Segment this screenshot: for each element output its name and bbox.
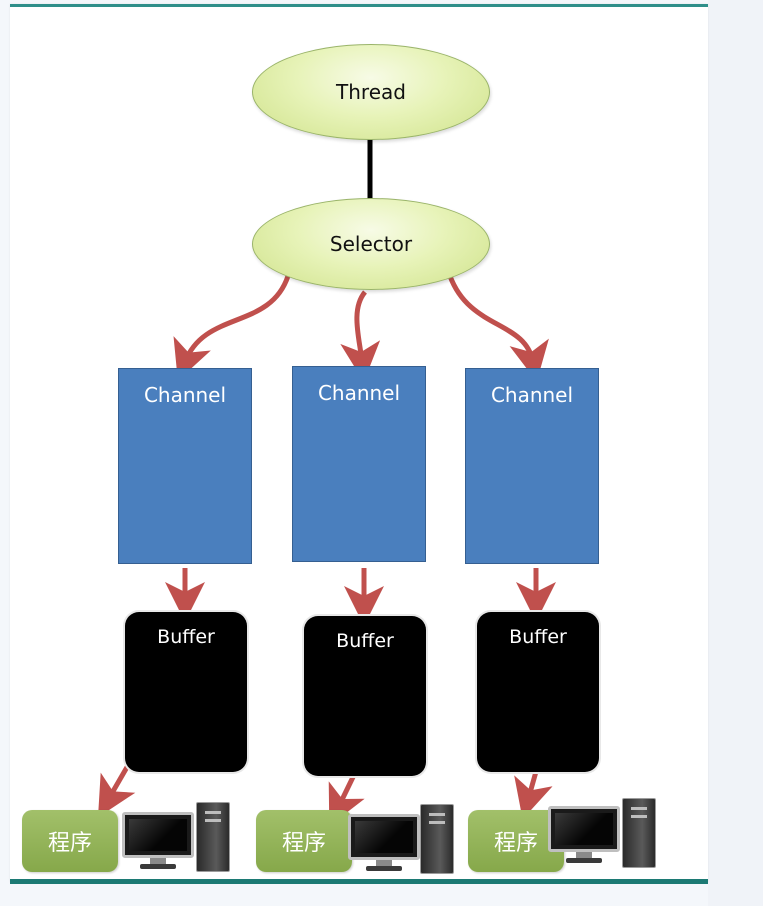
- computer-tower-icon: [420, 804, 454, 874]
- channel-node-2: Channel: [292, 366, 426, 562]
- monitor-icon: [348, 814, 420, 872]
- channel-label: Channel: [317, 381, 401, 405]
- program-node-1: 程序: [22, 810, 118, 872]
- thread-node: Thread: [252, 44, 490, 140]
- computer-tower-icon: [196, 802, 230, 872]
- thread-label: Thread: [336, 80, 406, 104]
- buffer-label: Buffer: [509, 626, 567, 648]
- computer-tower-icon: [622, 798, 656, 868]
- program-label: 程序: [493, 831, 538, 856]
- channel-label: Channel: [490, 383, 574, 407]
- selector-channel-arrow-1: [173, 275, 291, 381]
- background-pane: [708, 0, 763, 906]
- selector-label: Selector: [329, 232, 413, 256]
- channel-node-1: Channel: [118, 368, 252, 564]
- buffer-node-3: Buffer: [477, 612, 599, 772]
- buffer-node-1: Buffer: [125, 612, 247, 772]
- channel-label: Channel: [143, 383, 227, 407]
- program-node-2: 程序: [256, 810, 352, 872]
- program-label: 程序: [47, 831, 92, 856]
- channel-node-3: Channel: [465, 368, 599, 564]
- buffer-label: Buffer: [336, 630, 394, 652]
- bottom-border: [10, 879, 708, 884]
- top-border: [10, 4, 708, 7]
- selector-node: Selector: [252, 198, 490, 290]
- monitor-icon: [122, 812, 194, 870]
- buffer-label: Buffer: [157, 626, 215, 648]
- monitor-icon: [548, 806, 620, 864]
- buffer-node-2: Buffer: [304, 616, 426, 776]
- program-label: 程序: [281, 831, 326, 856]
- selector-channel-arrow-2: [340, 290, 381, 382]
- selector-channel-arrow-3: [447, 275, 549, 382]
